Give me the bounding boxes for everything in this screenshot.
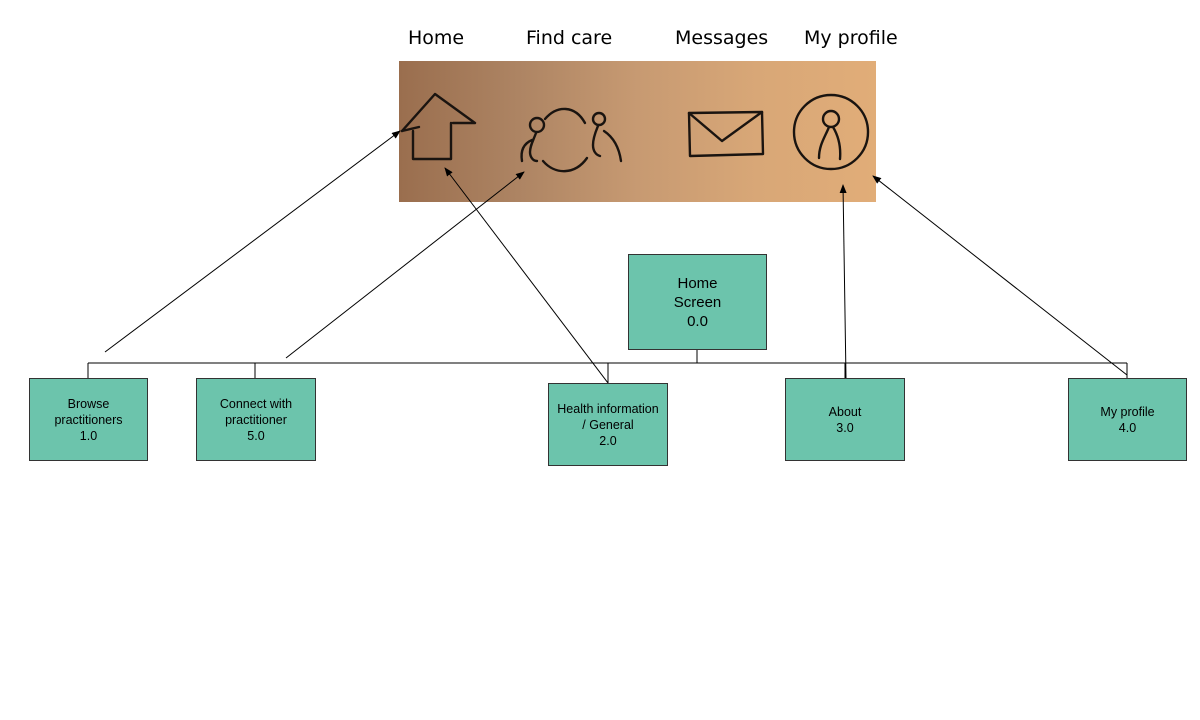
node-number: 4.0 [1118,420,1137,435]
node-label-line: About [828,404,862,419]
node-label-line: Home [677,274,718,292]
arrow-about-to-profile [839,184,847,379]
node-number: 2.0 [599,433,617,448]
node-label-line: practitioners [54,412,123,427]
node-health-information[interactable]: Health information / General 2.0 [548,383,668,466]
node-label-line: Connect with [219,396,293,411]
node-number: 0.0 [687,312,708,330]
node-my-profile[interactable]: My profile 4.0 [1068,378,1187,461]
node-label-line: Browse [67,396,110,411]
people-connect-icon [520,107,623,173]
arrow-browse-to-home [104,130,401,353]
node-label-line: My profile [1100,404,1155,419]
arrow-health-to-home [444,167,609,384]
node-label-line: Health information [557,401,659,416]
node-label-line: / General [582,417,634,432]
nav-label-find-care: Find care [526,27,613,49]
nav-label-messages: Messages [675,27,769,49]
node-number: 5.0 [247,428,265,443]
node-connect-with-practitioner[interactable]: Connect with practitioner 5.0 [196,378,316,461]
sketch-drawing [400,92,870,173]
nav-label-my-profile: My profile [804,27,898,49]
node-browse-practitioners[interactable]: Browse practitioners 1.0 [29,378,148,461]
node-label-line: practitioner [225,412,287,427]
home-icon [400,92,477,161]
arrow-profile-to-profile [872,175,1128,376]
node-label-line: Screen [673,293,722,311]
node-number: 1.0 [79,428,98,443]
node-home-screen[interactable]: Home Screen 0.0 [628,254,767,350]
node-number: 3.0 [836,420,854,435]
envelope-icon [687,110,765,158]
node-about[interactable]: About 3.0 [785,378,905,461]
arrow-connect-to-find-care [285,171,525,359]
nav-sketch-photo [399,61,876,202]
person-circle-icon [792,93,870,171]
nav-label-home: Home [408,27,465,49]
